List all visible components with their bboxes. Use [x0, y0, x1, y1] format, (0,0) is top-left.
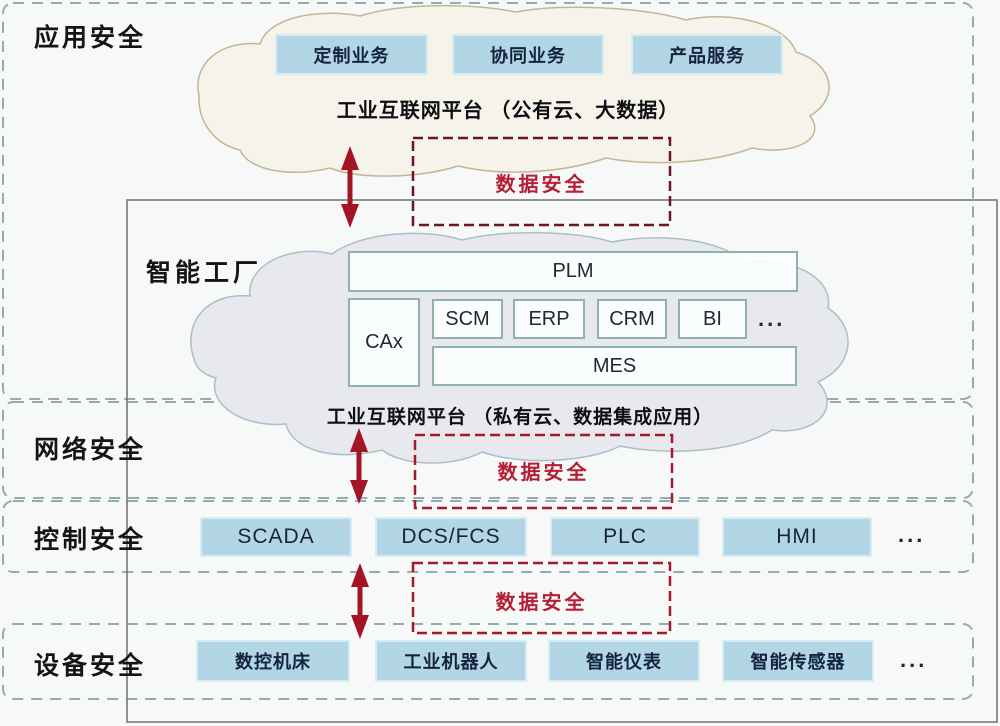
band-label-control: 控制安全 [34, 526, 147, 554]
double-arrow-bottom [351, 563, 369, 639]
service-box-product-service: 产品服务 [631, 34, 783, 75]
mes-box: MES [432, 346, 797, 386]
cax-box: CAx [348, 298, 420, 387]
industrial-robot-box: 工业机器人 [375, 640, 527, 682]
plm-box: PLM [348, 251, 798, 292]
scada-box: SCADA [200, 517, 352, 557]
double-arrow-top [341, 146, 359, 228]
double-arrow-middle [350, 428, 368, 504]
smart-factory-label: 智能工厂 [146, 259, 263, 287]
data-security-frame-middle [413, 433, 674, 510]
private-platform-label: 工业互联网平台 （私有云、数据集成应用） [326, 407, 714, 428]
service-box-custom-business: 定制业务 [275, 34, 428, 75]
smart-instrument-box: 智能仪表 [548, 640, 700, 682]
band-label-device: 设备安全 [34, 652, 147, 680]
control-row-ellipsis: ... [898, 522, 926, 547]
data-security-frame-bottom [411, 561, 672, 635]
crm-box: CRM [597, 299, 667, 339]
cnc-machine-box: 数控机床 [196, 640, 350, 682]
dcs-fcs-box: DCS/FCS [375, 517, 527, 557]
erp-box: ERP [513, 299, 585, 339]
band-label-application: 应用安全 [34, 24, 147, 52]
bi-box: BI [678, 299, 747, 339]
data-security-label-bottom: 数据安全 [495, 592, 588, 614]
public-cloud-shape [197, 4, 830, 177]
data-security-label-middle: 数据安全 [497, 462, 590, 484]
band-label-network: 网络安全 [34, 436, 147, 464]
data-security-frame-top [411, 136, 672, 227]
band-frame-device [2, 623, 974, 700]
device-row-ellipsis: ... [900, 647, 928, 672]
service-box-collaborative-business: 协同业务 [452, 34, 604, 75]
hmi-box: HMI [722, 517, 872, 557]
data-security-label-top: 数据安全 [495, 174, 588, 196]
band-frame-control [2, 500, 974, 573]
smart-factory-box [126, 199, 998, 723]
plc-box: PLC [550, 517, 700, 557]
factory-apps-ellipsis: ... [758, 306, 786, 331]
smart-sensor-box: 智能传感器 [722, 640, 874, 682]
public-platform-label: 工业互联网平台 （公有云、大数据） [336, 100, 680, 122]
scm-box: SCM [432, 299, 503, 339]
